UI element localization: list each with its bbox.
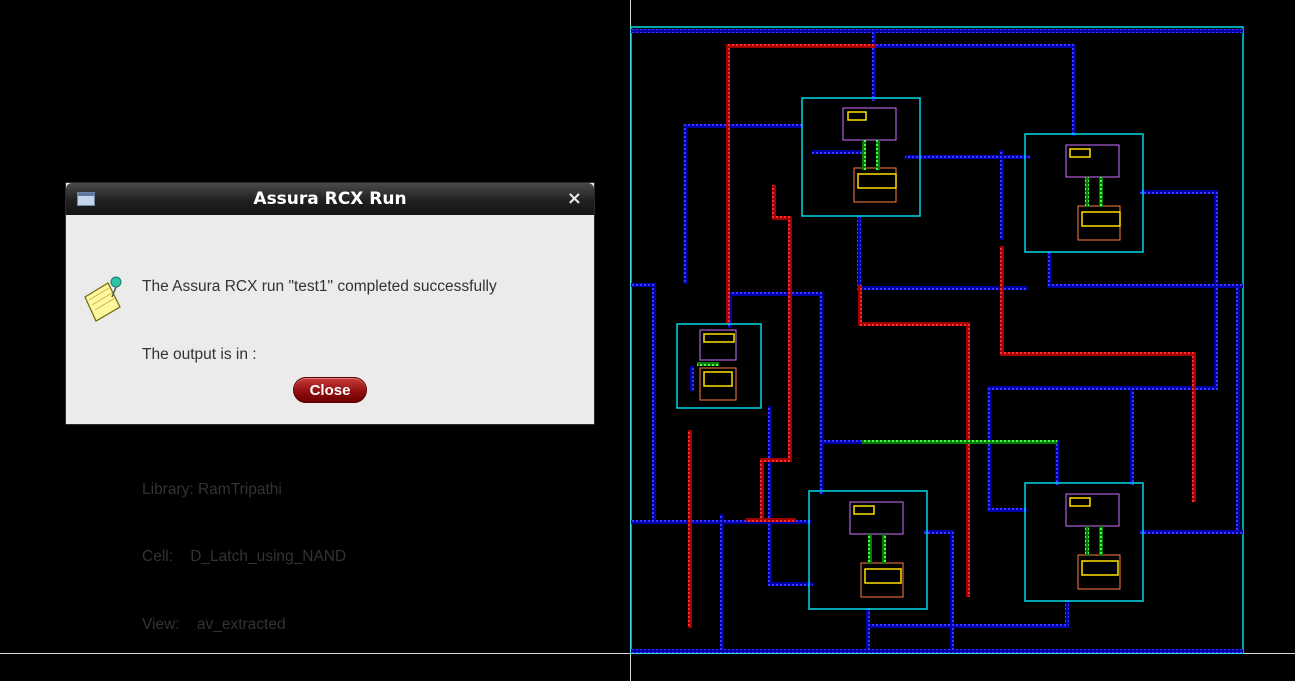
metal-routes (631, 29, 1243, 653)
message-spacer (142, 411, 497, 434)
via-strips (697, 362, 1057, 444)
message-line-2: The output is in : (142, 345, 257, 363)
view-line: View: av_extracted (142, 615, 286, 633)
note-pin-icon (84, 276, 122, 322)
message-text: The Assura RCX run "test1" completed suc… (142, 231, 497, 681)
cell-instance-4[interactable] (808, 490, 928, 610)
close-icon[interactable]: × (566, 188, 582, 209)
dialog-titlebar[interactable]: Assura RCX Run × (66, 183, 594, 215)
cell-instance-5[interactable] (1024, 482, 1144, 602)
cell-line: Cell: D_Latch_using_NAND (142, 548, 347, 565)
cell-instance-2[interactable] (1024, 133, 1144, 253)
window-icon[interactable] (77, 192, 95, 206)
assura-rcx-run-dialog: Assura RCX Run × The Assura RCX run "tes… (66, 183, 594, 633)
cell-instance-3[interactable] (676, 323, 762, 409)
message-line-1: The Assura RCX run "test1" completed suc… (142, 278, 497, 295)
poly-routes (688, 44, 1196, 628)
dialog-title: Assura RCX Run (253, 189, 407, 209)
cell-instance-1[interactable] (801, 97, 921, 217)
library-line: Library: RamTripathi (142, 480, 282, 498)
close-button[interactable]: Close (293, 377, 367, 403)
